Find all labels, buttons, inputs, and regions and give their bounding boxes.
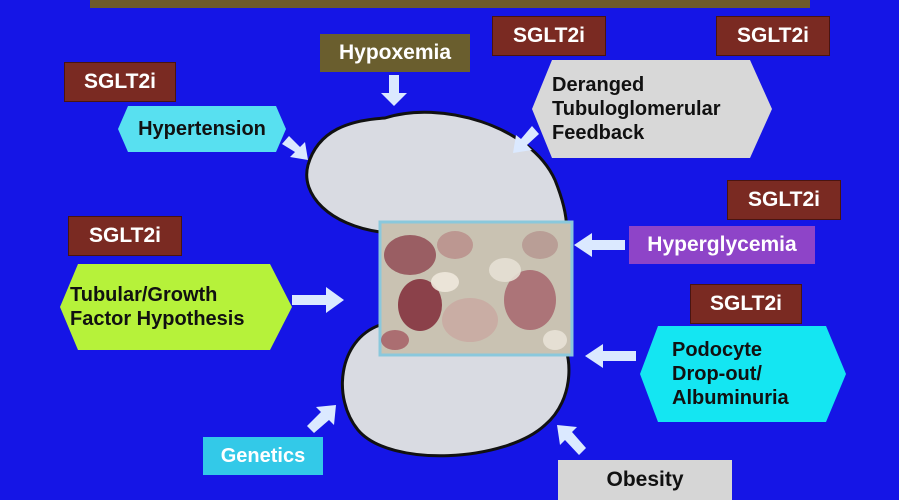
tubular-label: Tubular/Growth Factor Hypothesis [70,264,290,350]
sglt2i-label-top-right: SGLT2i [716,16,830,56]
hyperglycemia-box: Hyperglycemia [629,226,815,264]
hypertension-label: Hypertension [138,118,266,140]
arrow-podocyte [585,344,636,368]
top-title-bar [90,0,810,8]
sglt2i-label-hyperglycemia: SGLT2i [727,180,841,220]
hypoxemia-box: Hypoxemia [320,34,470,72]
obesity-box: Obesity [558,460,732,500]
podocyte-hexagon [640,326,846,422]
podocyte-line-1: Podocyte [672,339,763,361]
tubular-line-1: Tubular/Growth [70,284,218,306]
sglt2i-label-hypertension: SGLT2i [64,62,176,102]
arrow-hypertension [282,136,308,160]
genetics-box: Genetics [203,437,323,475]
deranged-line-3: Feedback [552,122,645,144]
sglt2i-label-top-middle: SGLT2i [492,16,606,56]
tubular-line-2: Factor Hypothesis [70,308,245,330]
deranged-line-2: Tubuloglomerular [552,98,721,120]
podocyte-label: Podocyte Drop-out/ Albuminuria [672,326,842,422]
arrow-genetics [307,405,336,433]
arrow-obesity [557,425,586,455]
arrow-deranged [513,126,539,153]
podocyte-line-2: Drop-out/ [672,363,762,385]
podocyte-line-3: Albuminuria [672,387,789,409]
arrow-tubular [292,287,344,313]
hypertension-hexagon [118,106,286,152]
sglt2i-label-podocyte: SGLT2i [690,284,802,324]
histology-image [378,220,574,357]
tubular-hexagon [60,264,292,350]
arrow-hyperglycemia [574,233,625,257]
deranged-label: Deranged Tubuloglomerular Feedback [552,60,762,158]
arrow-hypoxemia [381,75,407,106]
deranged-line-1: Deranged [552,74,645,96]
deranged-hexagon [532,60,772,158]
sglt2i-label-tubular: SGLT2i [68,216,182,256]
